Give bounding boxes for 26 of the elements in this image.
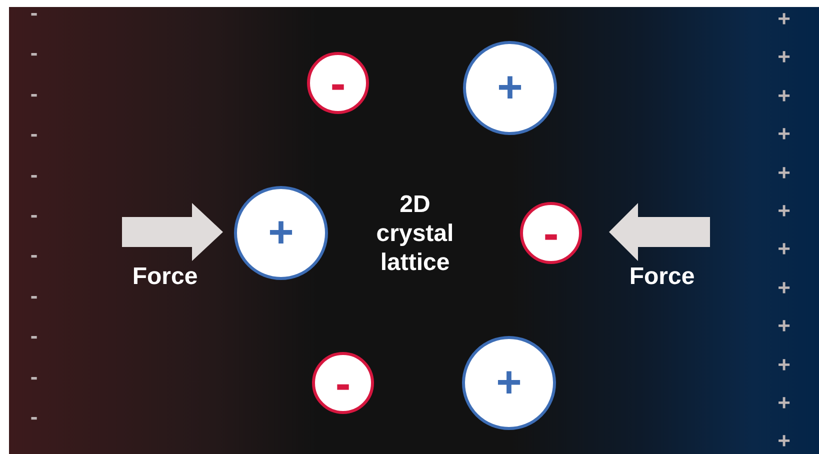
charge-sign: + xyxy=(776,392,792,414)
charge-sign: - xyxy=(29,366,39,388)
charge-sign: + xyxy=(776,46,792,68)
charge-sign: + xyxy=(776,238,792,260)
charge-sign: - xyxy=(29,42,39,64)
charge-sign: + xyxy=(776,315,792,338)
charge-sign: - xyxy=(29,83,39,105)
charge-sign: + xyxy=(776,162,792,184)
charge-sign: + xyxy=(776,84,792,107)
diagram-label: 2D crystal lattice xyxy=(375,190,455,277)
charge-sign: - xyxy=(29,325,39,347)
charge-sign: + xyxy=(776,430,792,452)
charge-sign: - xyxy=(29,2,39,24)
charge-sign: - xyxy=(29,244,39,266)
charge-sign: + xyxy=(776,123,792,146)
charge-sign: - xyxy=(29,164,39,186)
charge-sign: + xyxy=(776,354,792,376)
charge-sign: - xyxy=(29,123,39,145)
charge-sign: + xyxy=(776,276,792,299)
force-label: Force xyxy=(132,263,198,291)
charge-sign: + xyxy=(776,8,792,30)
force-label: Force xyxy=(629,263,695,291)
charge-sign: - xyxy=(29,204,39,226)
charge-sign: - xyxy=(29,406,39,428)
charge-sign: - xyxy=(29,285,39,307)
charge-sign: + xyxy=(776,200,792,222)
